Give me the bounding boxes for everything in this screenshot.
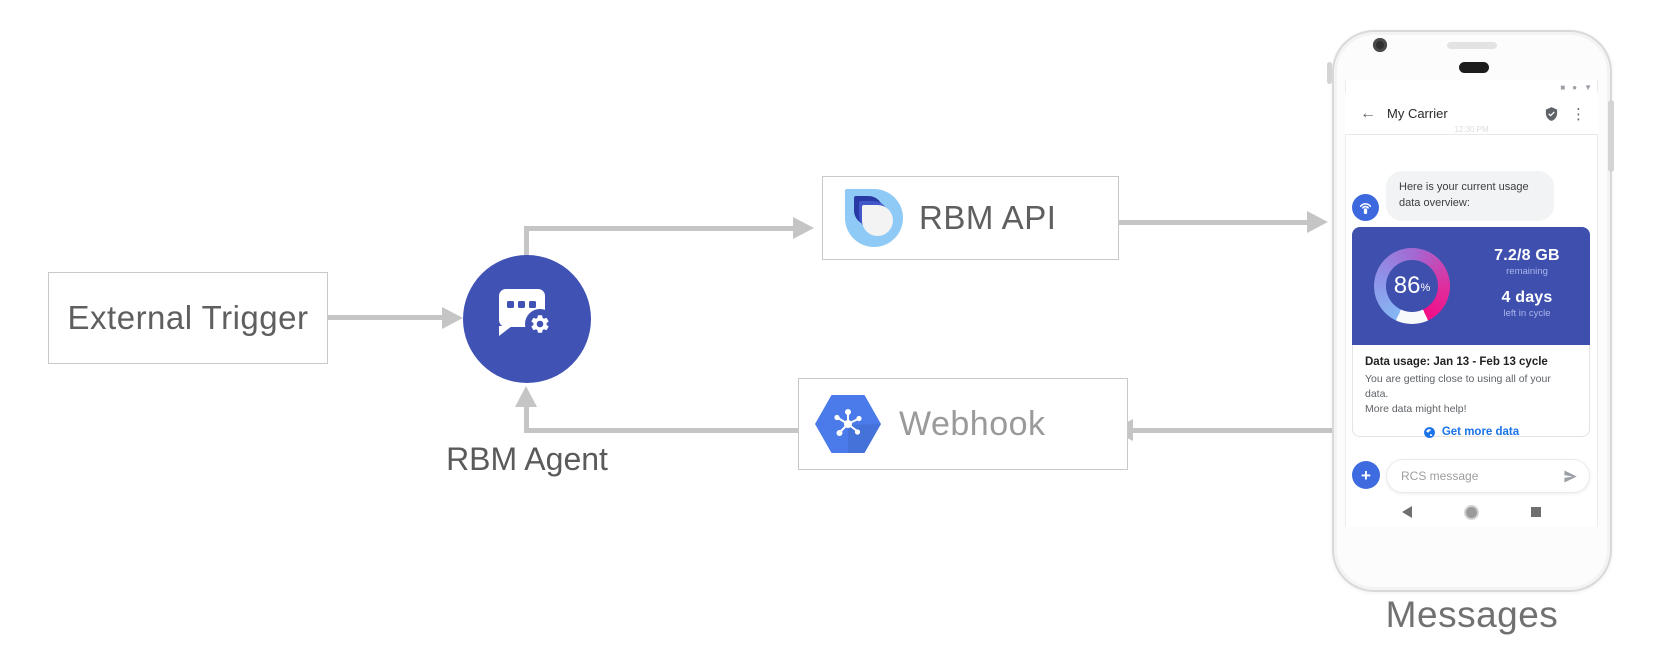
external-trigger-node: External Trigger: [48, 272, 328, 364]
data-remaining-value: 7.2/8 GB: [1494, 247, 1560, 264]
rbm-api-node: RBM API: [822, 176, 1119, 260]
speaker-slot: [1447, 42, 1497, 49]
messages-caption: Messages: [1385, 594, 1559, 635]
nav-recents-button[interactable]: [1531, 507, 1541, 517]
overflow-menu-icon[interactable]: ⋮: [1571, 105, 1586, 123]
usage-details-line2: More data might help!: [1365, 402, 1467, 415]
rbm-agent-label: RBM Agent: [446, 441, 608, 477]
antenna-icon: [1359, 203, 1372, 215]
get-more-data-label: Get more data: [1441, 426, 1520, 439]
arrowhead-api-to-phone: [1307, 211, 1328, 233]
android-nav-bar: [1345, 500, 1598, 524]
status-circle-icon: ●: [1572, 83, 1578, 92]
usage-percent-sign: %: [1420, 282, 1431, 294]
app-bar: ← My Carrier ⋮: [1345, 93, 1598, 135]
verified-shield-icon: [1544, 106, 1559, 122]
conversation-title: My Carrier: [1387, 106, 1448, 121]
gear-icon: [525, 309, 555, 339]
rbm-agent-node: [463, 255, 591, 383]
typing-dots-icon: [507, 301, 536, 308]
add-attachment-button[interactable]: +: [1352, 461, 1380, 489]
earpiece: [1459, 62, 1489, 73]
usage-percent: 86: [1393, 272, 1421, 299]
send-icon[interactable]: [1562, 468, 1579, 485]
message-timestamp: 12:30 PM: [1454, 125, 1489, 134]
message-compose-bar: [1386, 459, 1590, 493]
arrowhead-agent-to-api: [793, 217, 814, 239]
arrow-line-agent-to-api: [524, 226, 794, 231]
webhook-hexagon-icon: [815, 395, 881, 453]
days-left-value: 4 days: [1501, 289, 1553, 306]
back-arrow-icon[interactable]: ←: [1360, 104, 1376, 122]
webhook-label: Webhook: [899, 404, 1046, 443]
get-more-data-button[interactable]: Get more data: [1365, 426, 1577, 439]
arrow-line-webhook-up: [524, 404, 529, 430]
data-remaining-caption: remaining: [1506, 266, 1548, 277]
nav-back-button[interactable]: [1402, 506, 1412, 518]
globe-icon: [1423, 426, 1435, 438]
status-dropdown-icon: ▼: [1584, 83, 1592, 92]
webhook-node: Webhook: [798, 378, 1128, 470]
arrow-line-agent-up: [524, 229, 529, 257]
status-bar: ■ ● ▼: [1345, 83, 1592, 93]
phone-sim-tray: [1327, 62, 1332, 84]
arrow-line-phone-to-webhook: [1133, 428, 1332, 433]
usage-details-title: Data usage: Jan 13 - Feb 13 cycle: [1365, 356, 1548, 368]
days-left-caption: left in cycle: [1503, 308, 1551, 319]
rcs-message-input[interactable]: [1387, 468, 1562, 484]
arrowhead-webhook-to-agent: [515, 386, 537, 407]
arrow-line-webhook-left: [524, 428, 798, 433]
usage-gauge: 86%: [1374, 248, 1450, 324]
arrowhead-trigger-to-agent: [442, 307, 463, 329]
usage-details-line1: You are getting close to using all of yo…: [1365, 373, 1551, 400]
status-square-icon: ■: [1560, 83, 1566, 92]
front-camera: [1373, 38, 1387, 52]
chat-bubble: Here is your current usage data overview…: [1386, 171, 1554, 221]
arrow-line-trigger-to-agent: [326, 315, 444, 320]
carrier-avatar: [1352, 194, 1379, 221]
arrow-line-api-to-phone: [1095, 220, 1309, 225]
usage-details-card: Data usage: Jan 13 - Feb 13 cycle You ar…: [1352, 345, 1590, 439]
phone-power-button[interactable]: [1608, 100, 1614, 172]
chat-bubble-icon: [499, 289, 555, 339]
external-trigger-label: External Trigger: [67, 299, 309, 336]
rbm-api-label: RBM API: [919, 199, 1057, 236]
usage-card[interactable]: 86% 7.2/8 GB remaining 4 days left in cy…: [1352, 227, 1590, 345]
rbm-api-logo-icon: [845, 189, 903, 247]
nav-home-button[interactable]: [1464, 504, 1479, 520]
plus-icon: +: [1361, 465, 1371, 485]
